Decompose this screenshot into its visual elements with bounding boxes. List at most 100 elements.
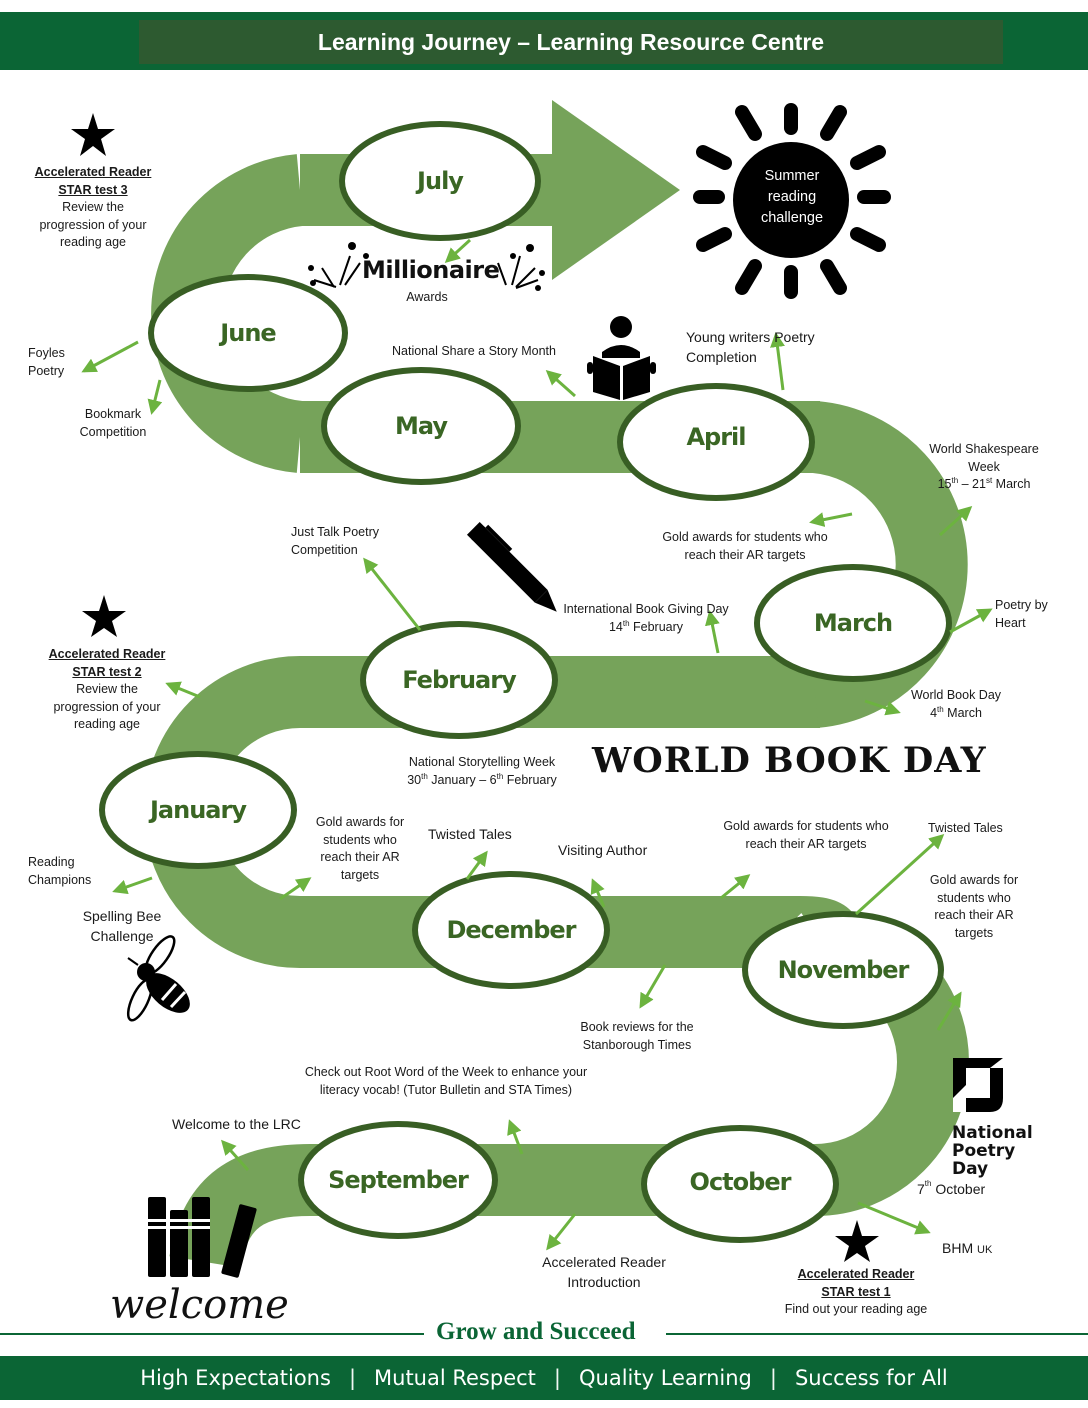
- bee-icon: [126, 935, 190, 1022]
- note-line: Reading: [28, 855, 75, 869]
- star-test-3-note: Accelerated Reader STAR test 3 Review th…: [28, 164, 158, 252]
- note-line: progression of your: [39, 217, 147, 232]
- event-visiting-author: Visiting Author: [558, 842, 648, 858]
- month-july[interactable]: July: [417, 167, 464, 195]
- note-line: Gold awards for students who: [723, 819, 889, 833]
- note-line: Week: [968, 459, 1000, 474]
- month-november[interactable]: November: [777, 956, 910, 984]
- national-poetry-day-logo: [953, 1058, 1003, 1112]
- month-september[interactable]: September: [328, 1166, 469, 1194]
- event-book-reviews: Book reviews for the Stanborough Times: [570, 1019, 704, 1054]
- value-success-for-all: Success for All: [794, 1366, 948, 1390]
- note-line: Competition: [291, 542, 358, 557]
- note-line: progression of your: [53, 699, 161, 714]
- month-april[interactable]: April: [686, 423, 746, 451]
- star-test-title: Accelerated Reader: [797, 1267, 915, 1281]
- star-test-subtitle: STAR test 3: [58, 182, 128, 197]
- star-test-1-note: Accelerated Reader STAR test 1 Find out …: [776, 1266, 936, 1319]
- event-gold-awards-january: Gold awards for students who reach their…: [308, 814, 412, 884]
- note-line: students who: [937, 890, 1011, 905]
- footer-values-bar: High Expectations | Mutual Respect | Qua…: [0, 1356, 1088, 1400]
- note-line: World Book Day: [910, 688, 1002, 702]
- note-line: Review the: [62, 200, 124, 214]
- star-test-title: Accelerated Reader: [48, 647, 166, 661]
- note-line: Just Talk Poetry: [291, 525, 380, 539]
- event-just-talk-poetry: Just Talk Poetry Competition: [291, 524, 379, 559]
- value-high-expectations: High Expectations: [140, 1366, 331, 1390]
- event-bhm-uk: BHM UK: [942, 1240, 993, 1256]
- note-line: Gold awards for students who: [662, 530, 828, 544]
- event-twisted-tales-november: Twisted Tales: [928, 821, 1003, 835]
- divider: [0, 1333, 424, 1335]
- note-line: Foyles: [28, 346, 65, 360]
- note-line: International Book Giving Day: [563, 602, 729, 616]
- summer-reading-challenge: Summer reading challenge: [738, 166, 846, 229]
- note-line: Poetry: [952, 1141, 1016, 1161]
- welcome-script: welcome: [110, 1282, 289, 1328]
- fireworks-icon: [308, 242, 545, 291]
- divider: [666, 1333, 1088, 1335]
- month-january[interactable]: January: [150, 796, 247, 824]
- note-line: Introduction: [567, 1274, 641, 1290]
- note-line: Stanborough Times: [582, 1037, 692, 1052]
- note-line: Accelerated Reader: [542, 1254, 666, 1270]
- note-line: reach their AR: [320, 850, 400, 864]
- star-icon: [82, 595, 126, 637]
- event-date: 14th February: [608, 618, 684, 634]
- star-test-2-note: Accelerated Reader STAR test 2 Review th…: [42, 646, 172, 734]
- value-mutual-respect: Mutual Respect: [374, 1366, 536, 1390]
- note-line: World Shakespeare: [929, 442, 1039, 456]
- event-root-word: Check out Root Word of the Week to enhan…: [294, 1064, 598, 1099]
- national-poetry-day-date: 7th October: [917, 1179, 986, 1197]
- month-october[interactable]: October: [689, 1168, 792, 1196]
- note-line: reach their AR targets: [684, 547, 806, 562]
- star-icon: [835, 1220, 879, 1262]
- event-bookmark-competition: Bookmark Competition: [70, 406, 156, 441]
- month-march[interactable]: March: [813, 609, 893, 637]
- event-book-giving-day: International Book Giving Day 14th Febru…: [556, 601, 736, 636]
- national-poetry-day-title: National Poetry Day: [952, 1124, 1033, 1178]
- event-welcome-lrc: Welcome to the LRC: [172, 1116, 301, 1132]
- separator: |: [348, 1366, 357, 1390]
- note-line: reach their AR: [934, 908, 1014, 922]
- note-line: Review the: [76, 682, 138, 696]
- star-icon: [71, 113, 115, 156]
- event-reading-champions: Reading Champions: [28, 854, 91, 889]
- note-line: reach their AR targets: [745, 836, 867, 851]
- separator: |: [553, 1366, 561, 1390]
- event-share-a-story: National Share a Story Month: [392, 344, 556, 358]
- event-gold-awards-april: Gold awards for students who reach their…: [655, 529, 835, 564]
- note-line: Completion: [686, 349, 757, 365]
- sun-text-line: Summer: [764, 168, 820, 184]
- month-may[interactable]: May: [395, 412, 448, 440]
- header-bar: Learning Journey – Learning Resource Cen…: [0, 12, 1088, 70]
- event-young-writers: Young writers Poetry Completion: [686, 327, 815, 367]
- event-gold-awards-november: Gold awards for students who reach their…: [922, 872, 1026, 942]
- note-line: targets: [954, 925, 994, 940]
- tagline-row: Grow and Succeed: [0, 1318, 1088, 1348]
- millionaire-subtitle: Awards: [406, 290, 448, 304]
- sun-icon: [693, 103, 891, 299]
- month-june[interactable]: June: [220, 319, 276, 347]
- note-line: reading age: [59, 235, 127, 249]
- month-december[interactable]: December: [446, 916, 576, 944]
- event-foyles-poetry: Foyles Poetry: [28, 345, 65, 380]
- note-line: literacy vocab! (Tutor Bulletin and STA …: [319, 1082, 573, 1097]
- month-february[interactable]: February: [402, 666, 516, 694]
- pen-icon: [466, 521, 557, 612]
- event-gold-awards-december: Gold awards for students who reach their…: [714, 818, 898, 853]
- note-line: Bookmark: [84, 407, 142, 421]
- note-line: Gold awards for: [315, 815, 405, 829]
- note-line: Gold awards for: [929, 873, 1019, 887]
- event-poetry-by-heart: Poetry by Heart: [995, 597, 1048, 632]
- star-test-subtitle: STAR test 1: [821, 1284, 891, 1299]
- header-title-box: Learning Journey – Learning Resource Cen…: [139, 20, 1003, 64]
- tagline: Grow and Succeed: [436, 1318, 636, 1345]
- reader-icon: [587, 316, 656, 400]
- note-line: reading age: [73, 717, 141, 731]
- note-line: National Storytelling Week: [408, 755, 556, 769]
- event-date: 30th January – 6th February: [407, 771, 557, 787]
- note-line: National: [952, 1123, 1033, 1143]
- note-line: students who: [323, 832, 397, 847]
- note-line: Young writers Poetry: [686, 329, 815, 345]
